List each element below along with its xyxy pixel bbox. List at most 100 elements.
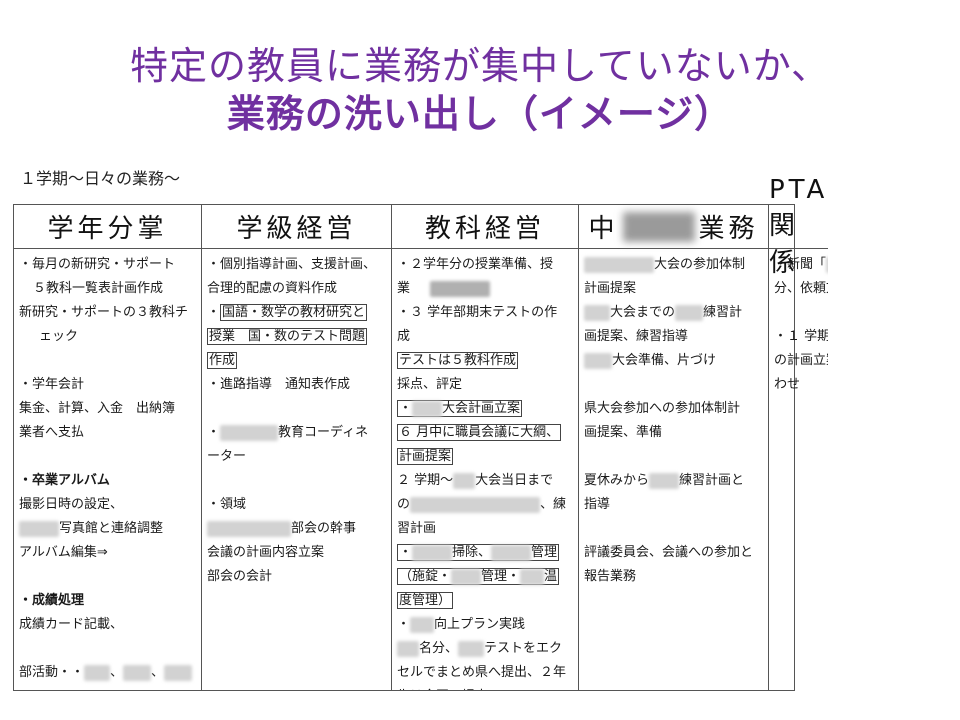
text-line: の計画立案、県警との打ち合 <box>774 353 828 368</box>
text-line: ・毎月の新研究・サポート <box>19 257 176 272</box>
section-subtitle: １学期～日々の業務～ <box>20 169 181 188</box>
text-line: ・進路指導 通知表作成 <box>207 377 351 392</box>
text-line: 夏休みから練習計画と <box>584 472 745 489</box>
text-line: 画提案、準備 <box>584 425 663 440</box>
text-line: ・掃除、管理 <box>397 544 560 561</box>
text-line: 部活動・・、、 <box>19 661 197 685</box>
text-line: 集金、計算、入金 出納簿 <box>19 401 176 416</box>
redacted-block <box>491 544 532 561</box>
redacted-block <box>123 664 152 681</box>
text-line: 部会の会計 <box>207 569 273 584</box>
text-line: 作成 <box>207 352 238 369</box>
text-line: ・３ 学年部期末テストの作 <box>397 305 558 320</box>
text-line: 計画提案 <box>584 281 637 296</box>
text-line: （施錠・管理・温 <box>397 568 560 585</box>
text-line: ーター <box>207 449 247 464</box>
text-line: ・教育コーディネ <box>207 424 369 441</box>
text-line: ２ 学期～大会当日まで <box>397 472 554 489</box>
redacted-block <box>19 520 59 537</box>
cell-pta: ・新聞「原稿配 分、依頼文書作成 ・１ 学期 PTA 親子講話 の計画立案、県警… <box>769 249 829 690</box>
redacted-block <box>520 568 545 585</box>
text-line: 成 <box>397 329 411 344</box>
slide-title: 特定の教員に業務が集中していないか、 業務の洗い出し（イメージ） <box>0 42 960 138</box>
text-line: 名分、テストをエク <box>397 637 574 661</box>
text-line: 大会の参加体制 <box>584 253 764 277</box>
text-line: テストは５教科作成 <box>397 352 519 369</box>
cell-class-management: ・個別指導計画、支援計画、 合理的配慮の資料作成 ・国語・数学の教材研究と 授業… <box>202 249 392 690</box>
header-class-management: 学級経営 <box>202 205 392 249</box>
redacted-block <box>458 640 485 657</box>
redacted-block <box>584 352 612 369</box>
redacted-block <box>410 496 541 513</box>
duties-table: 学年分掌 学級経営 教科経営 中業務 PTA関係 ・毎月の新研究・サポート ５教… <box>13 175 829 691</box>
text-line: 大会準備、片づけ <box>584 349 764 373</box>
text-line: 業 <box>397 277 574 301</box>
text-line: ・１ 学期 PTA 親子講話 <box>774 325 828 349</box>
text-line: 会議の計画内容立案 <box>207 545 325 560</box>
text-line: ・成績処理 <box>19 593 85 608</box>
text-line: 分、依頼文書作成 <box>774 281 828 296</box>
redacted-block <box>826 256 829 273</box>
text-line: 報告業務 <box>584 569 637 584</box>
redacted-block <box>649 472 680 489</box>
text-line: ５教科一覧表計画作成 <box>33 281 164 296</box>
text-line: 指導 <box>584 497 611 512</box>
title-line-2: 業務の洗い出し（イメージ） <box>226 92 734 136</box>
redacted-block <box>622 211 695 242</box>
text-line: 生は全国へ提出 <box>397 685 574 690</box>
cell-subject-management: ・２学年分の授業準備、授 業 ・３ 学年部期末テストの作 成 テストは５教科作成… <box>392 249 579 690</box>
text-line: ・学年会計 <box>19 377 85 392</box>
text-line: ・２学年分の授業準備、授 <box>397 257 554 272</box>
text-line: 採点、評定 <box>397 377 463 392</box>
text-line: 業者へ支払 <box>19 425 85 440</box>
text-line: 合理的配慮の資料作成 <box>207 281 338 296</box>
redacted-block <box>410 616 435 633</box>
text-line: 計画提案 <box>397 448 454 465</box>
redacted-block <box>430 280 491 297</box>
header-redacted-duties: 中業務 <box>579 205 769 249</box>
header-grade-duties: 学年分掌 <box>14 205 202 249</box>
text-line: 撮影日時の設定、 <box>19 497 124 512</box>
text-line: 成績カード記載、 <box>19 617 124 632</box>
text-line: ・国語・数学の教材研究と <box>207 304 368 321</box>
text-line: の、練 <box>397 496 567 513</box>
redacted-block <box>164 664 193 681</box>
header-suffix: 業務 <box>698 214 759 244</box>
text-line: 部会の幹事 <box>207 517 387 541</box>
redacted-block <box>453 472 476 489</box>
redacted-block <box>397 640 419 657</box>
text-line: 度管理） <box>397 592 454 609</box>
text-line: 画提案、練習指導 <box>584 329 689 344</box>
redacted-block <box>412 544 453 561</box>
redacted-block <box>584 256 654 273</box>
redacted-block <box>451 568 482 585</box>
header-pta: PTA関係 <box>769 174 829 278</box>
text-line: 大会までの練習計 <box>584 301 764 325</box>
text-line: 習計画 <box>397 521 437 536</box>
text-line: ・領域 <box>207 497 247 512</box>
cell-grade-duties: ・毎月の新研究・サポート ５教科一覧表計画作成 新研究・サポートの３教科チ ェッ… <box>14 249 202 690</box>
title-line-1: 特定の教員に業務が集中していないか、 <box>129 44 831 88</box>
redacted-block <box>675 304 704 321</box>
text-line: ・個別指導計画、支援計画、 <box>207 257 377 272</box>
text-line: ・卒業アルバム <box>19 473 110 488</box>
text-line: ・大会計画立案 <box>397 400 523 417</box>
header-subject-management: 教科経営 <box>392 205 579 249</box>
text-line: 授業 国・数のテスト問題 <box>207 328 368 345</box>
text-line: ・向上プラン実践 <box>397 616 526 633</box>
redacted-block <box>584 304 610 321</box>
redacted-block <box>207 520 291 537</box>
text-line: セルでまとめ県へ提出、２年 <box>397 665 567 680</box>
redacted-block <box>220 424 279 441</box>
text-line: ６ 月中に職員会議に大綱、 <box>397 424 562 441</box>
redacted-block <box>412 400 443 417</box>
text-line: ェック <box>39 329 79 344</box>
text-line: ・新聞「原稿配 <box>774 253 829 277</box>
text-line: わせ <box>774 377 801 392</box>
text-line: 写真館と連絡調整 <box>19 517 197 541</box>
cell-redacted-duties: 大会の参加体制 計画提案 大会までの練習計 画提案、練習指導 大会準備、片づけ … <box>579 249 769 690</box>
text-line: 新研究・サポートの３教科チ <box>19 305 189 320</box>
text-line: アルバム編集⇒ <box>19 545 108 560</box>
text-line: 県大会参加への参加体制計 <box>584 401 741 416</box>
redacted-block <box>84 664 111 681</box>
